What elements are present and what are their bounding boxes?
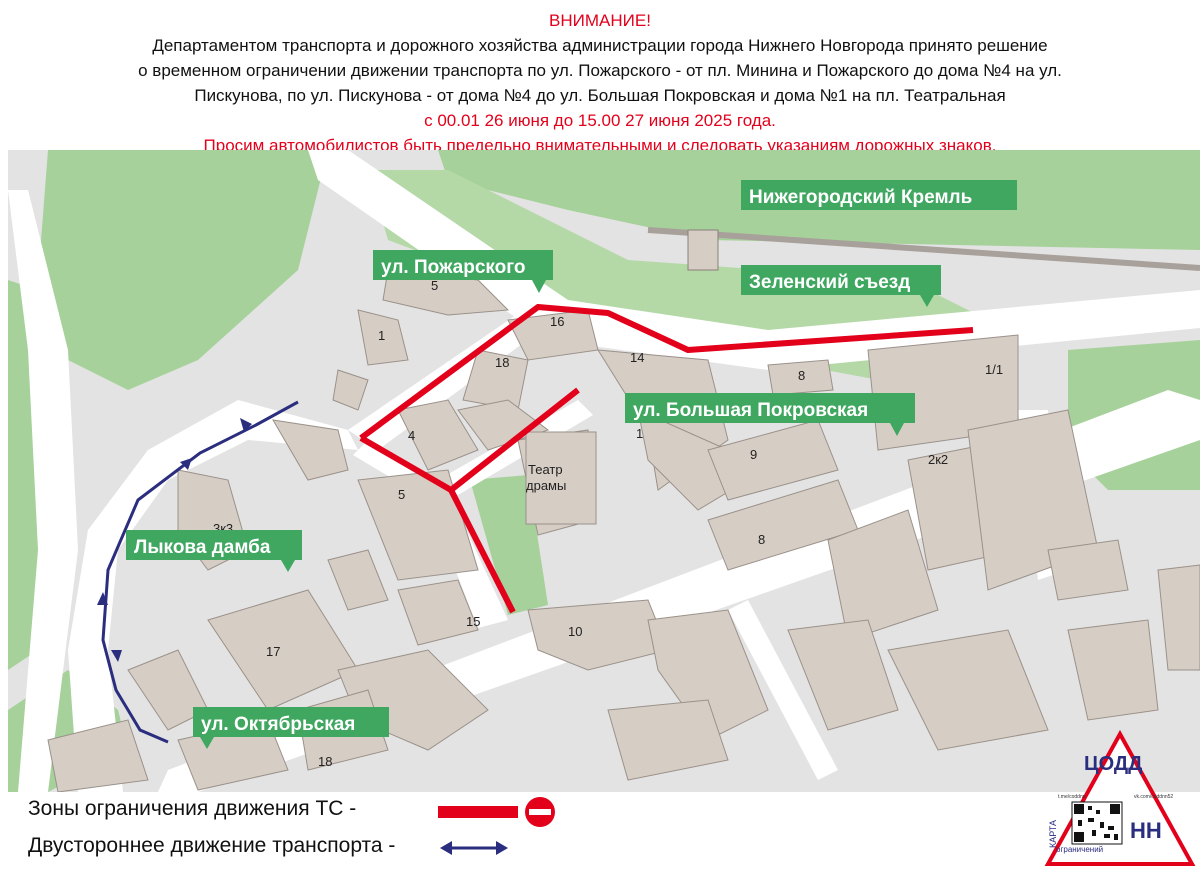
svg-text:НН: НН — [1130, 818, 1162, 843]
road-theatre-bg — [353, 440, 508, 628]
house-number: 8 — [758, 532, 765, 547]
house-number: 9 — [750, 447, 757, 462]
notice-header: ВНИМАНИЕ! Департаментом транспорта и дор… — [0, 8, 1200, 158]
svg-text:ул. Пожарского: ул. Пожарского — [381, 257, 526, 278]
house-number: 4 — [408, 428, 415, 443]
svg-text:КАРТА: КАРТА — [1048, 820, 1058, 848]
road-left — [8, 190, 78, 792]
theatre-label-line-2: драмы — [526, 478, 566, 493]
restriction-pozharskogo[interactable] — [359, 304, 974, 441]
svg-text:vk.com/coddnn52: vk.com/coddnn52 — [1134, 794, 1173, 800]
house-number: 10 — [568, 624, 582, 639]
notice-title: ВНИМАНИЕ! — [549, 11, 651, 30]
house-number: 18 — [318, 754, 332, 769]
building — [357, 309, 409, 366]
building — [47, 719, 149, 792]
svg-text:ЦОДД: ЦОДД — [1084, 753, 1142, 775]
theatre-building — [525, 431, 597, 525]
buildings — [47, 269, 1200, 792]
notice-line-1: Департаментом транспорта и дорожного хоз… — [152, 36, 1048, 55]
restriction-zone[interactable] — [359, 304, 974, 614]
building — [332, 369, 369, 411]
qr-code-icon — [1071, 801, 1123, 845]
svg-text:Лыкова дамба: Лыкова дамба — [134, 537, 271, 558]
svg-text:ул. Большая Покровская: ул. Большая Покровская — [633, 400, 868, 421]
house-number: 17 — [266, 644, 280, 659]
house-number: 1 — [378, 328, 385, 343]
building — [327, 549, 389, 611]
building — [397, 579, 479, 646]
map-label-zelensky[interactable]: Зеленский съезд — [741, 265, 941, 307]
map-label-pokrovskaya[interactable]: ул. Большая Покровская — [625, 393, 915, 436]
svg-text:t.me/coddnn: t.me/coddnn — [1058, 794, 1086, 800]
park-west — [38, 150, 328, 390]
map-label-kremlin[interactable]: Нижегородский Кремль — [741, 180, 1017, 210]
building — [1047, 539, 1129, 601]
restriction-theatre[interactable] — [448, 488, 516, 614]
house-number: 8 — [798, 368, 805, 383]
two-way-arrow-icon — [440, 841, 508, 855]
legend-two-way-label: Двустороннее движение транспорта - — [28, 834, 396, 857]
kremlin-wall — [647, 227, 1200, 271]
two-way-route[interactable] — [101, 400, 299, 744]
kremlin-tower — [687, 229, 719, 271]
house-number: 16 — [550, 314, 564, 329]
house-number: 1 — [636, 426, 643, 441]
house-number: 5 — [398, 487, 405, 502]
arrow-down-icon — [111, 650, 122, 662]
house-number: 15 — [466, 614, 480, 629]
legend-restriction-label: Зоны ограничения движения ТС - — [28, 797, 357, 820]
svg-text:ограничений: ограничений — [1056, 845, 1103, 854]
house-number: 18 — [495, 355, 509, 370]
building — [527, 599, 669, 671]
city-map[interactable]: 5 1 16 18 14 8 1/1 4 1 9 2к2 5 3к3 8 15 … — [8, 150, 1200, 792]
building — [827, 509, 939, 641]
svg-text:ул. Октябрьская: ул. Октябрьская — [201, 714, 355, 735]
building — [607, 699, 729, 781]
building — [272, 419, 349, 481]
svg-text:Зеленский съезд: Зеленский съезд — [749, 272, 910, 293]
building — [397, 399, 479, 471]
legend-restriction-swatch — [438, 797, 555, 827]
arrow-up-icon — [97, 592, 108, 605]
house-number: 2к2 — [928, 452, 948, 467]
svg-text:Нижегородский Кремль: Нижегородский Кремль — [749, 187, 972, 208]
building — [357, 469, 479, 581]
building — [647, 609, 769, 741]
map-label-lykova[interactable]: Лыкова дамба — [126, 530, 302, 572]
building — [1157, 564, 1200, 671]
arrow-up-icon — [240, 418, 252, 432]
map-label-pozharskogo[interactable]: ул. Пожарского — [373, 250, 553, 293]
building — [1067, 619, 1159, 721]
arrow-up-icon — [180, 458, 192, 470]
house-number: 5 — [431, 278, 438, 293]
building — [887, 629, 1049, 751]
building — [767, 359, 834, 396]
building — [787, 619, 899, 731]
building — [637, 409, 749, 511]
house-number: 14 — [630, 350, 644, 365]
road-south — [728, 600, 838, 780]
codd-logo: ЦОДД t.me/coddnn vk.com/coddnn52 НН КАРТ… — [1044, 730, 1196, 866]
building — [707, 419, 839, 501]
notice-line-3: Пискунова, по ул. Пискунова - от дома №4… — [194, 86, 1006, 105]
house-number: 1/1 — [985, 362, 1003, 377]
notice-dates: с 00.01 26 июня до 15.00 27 июня 2025 го… — [424, 111, 776, 130]
theatre-label-line-1: Театр — [528, 462, 563, 477]
notice-line-2: о временном ограничении движении транспо… — [138, 61, 1062, 80]
map-label-oktyabrskaya[interactable]: ул. Октябрьская — [193, 707, 389, 749]
